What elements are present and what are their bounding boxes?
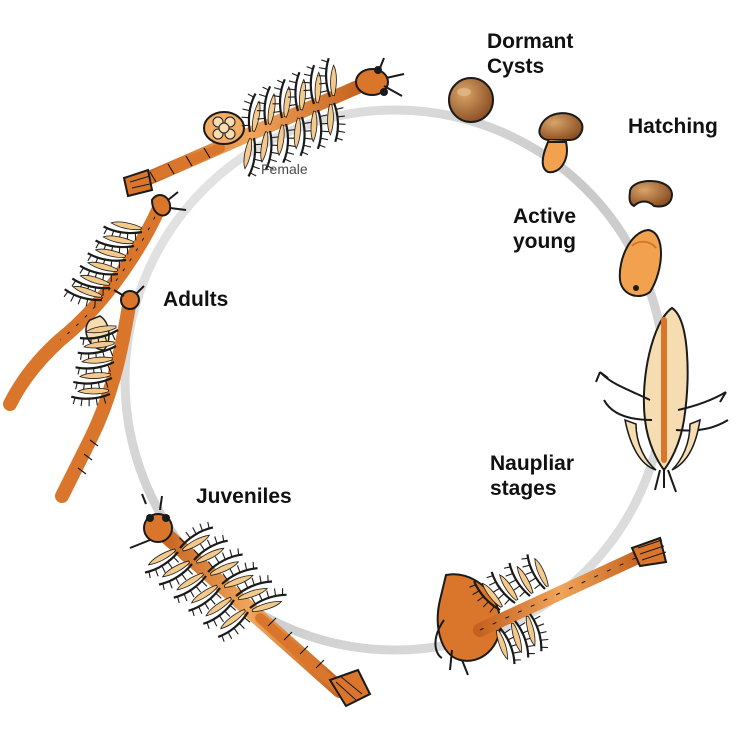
active-young-icon bbox=[618, 180, 674, 297]
label-active-line2: young bbox=[513, 230, 576, 253]
label-hatching: Hatching bbox=[628, 114, 718, 139]
label-hatching-text: Hatching bbox=[628, 115, 718, 138]
label-juveniles-text: Juveniles bbox=[196, 485, 292, 508]
label-dormant-cysts: Dormant Cysts bbox=[487, 29, 573, 79]
label-female: Female bbox=[261, 161, 308, 177]
adults-icon bbox=[3, 191, 187, 503]
female-icon bbox=[122, 55, 405, 198]
label-juveniles: Juveniles bbox=[196, 484, 292, 509]
hatching-cyst-icon bbox=[538, 112, 584, 174]
nauplius-icon bbox=[595, 306, 729, 493]
label-dormant-line1: Dormant bbox=[487, 30, 574, 53]
dormant-cyst-icon bbox=[448, 77, 494, 123]
label-naupliar-stages: Naupliar stages bbox=[490, 451, 574, 501]
label-active-young: Active young bbox=[513, 204, 576, 254]
label-nauplius-line2: stages bbox=[490, 477, 557, 500]
label-adults: Adults bbox=[163, 287, 228, 312]
metanauplius-icon bbox=[434, 536, 668, 676]
juvenile-icon bbox=[129, 493, 372, 708]
label-active-line1: Active bbox=[513, 205, 577, 228]
label-nauplius-line1: Naupliar bbox=[490, 452, 575, 475]
label-adults-text: Adults bbox=[163, 288, 229, 311]
label-dormant-line2: Cysts bbox=[487, 55, 545, 78]
